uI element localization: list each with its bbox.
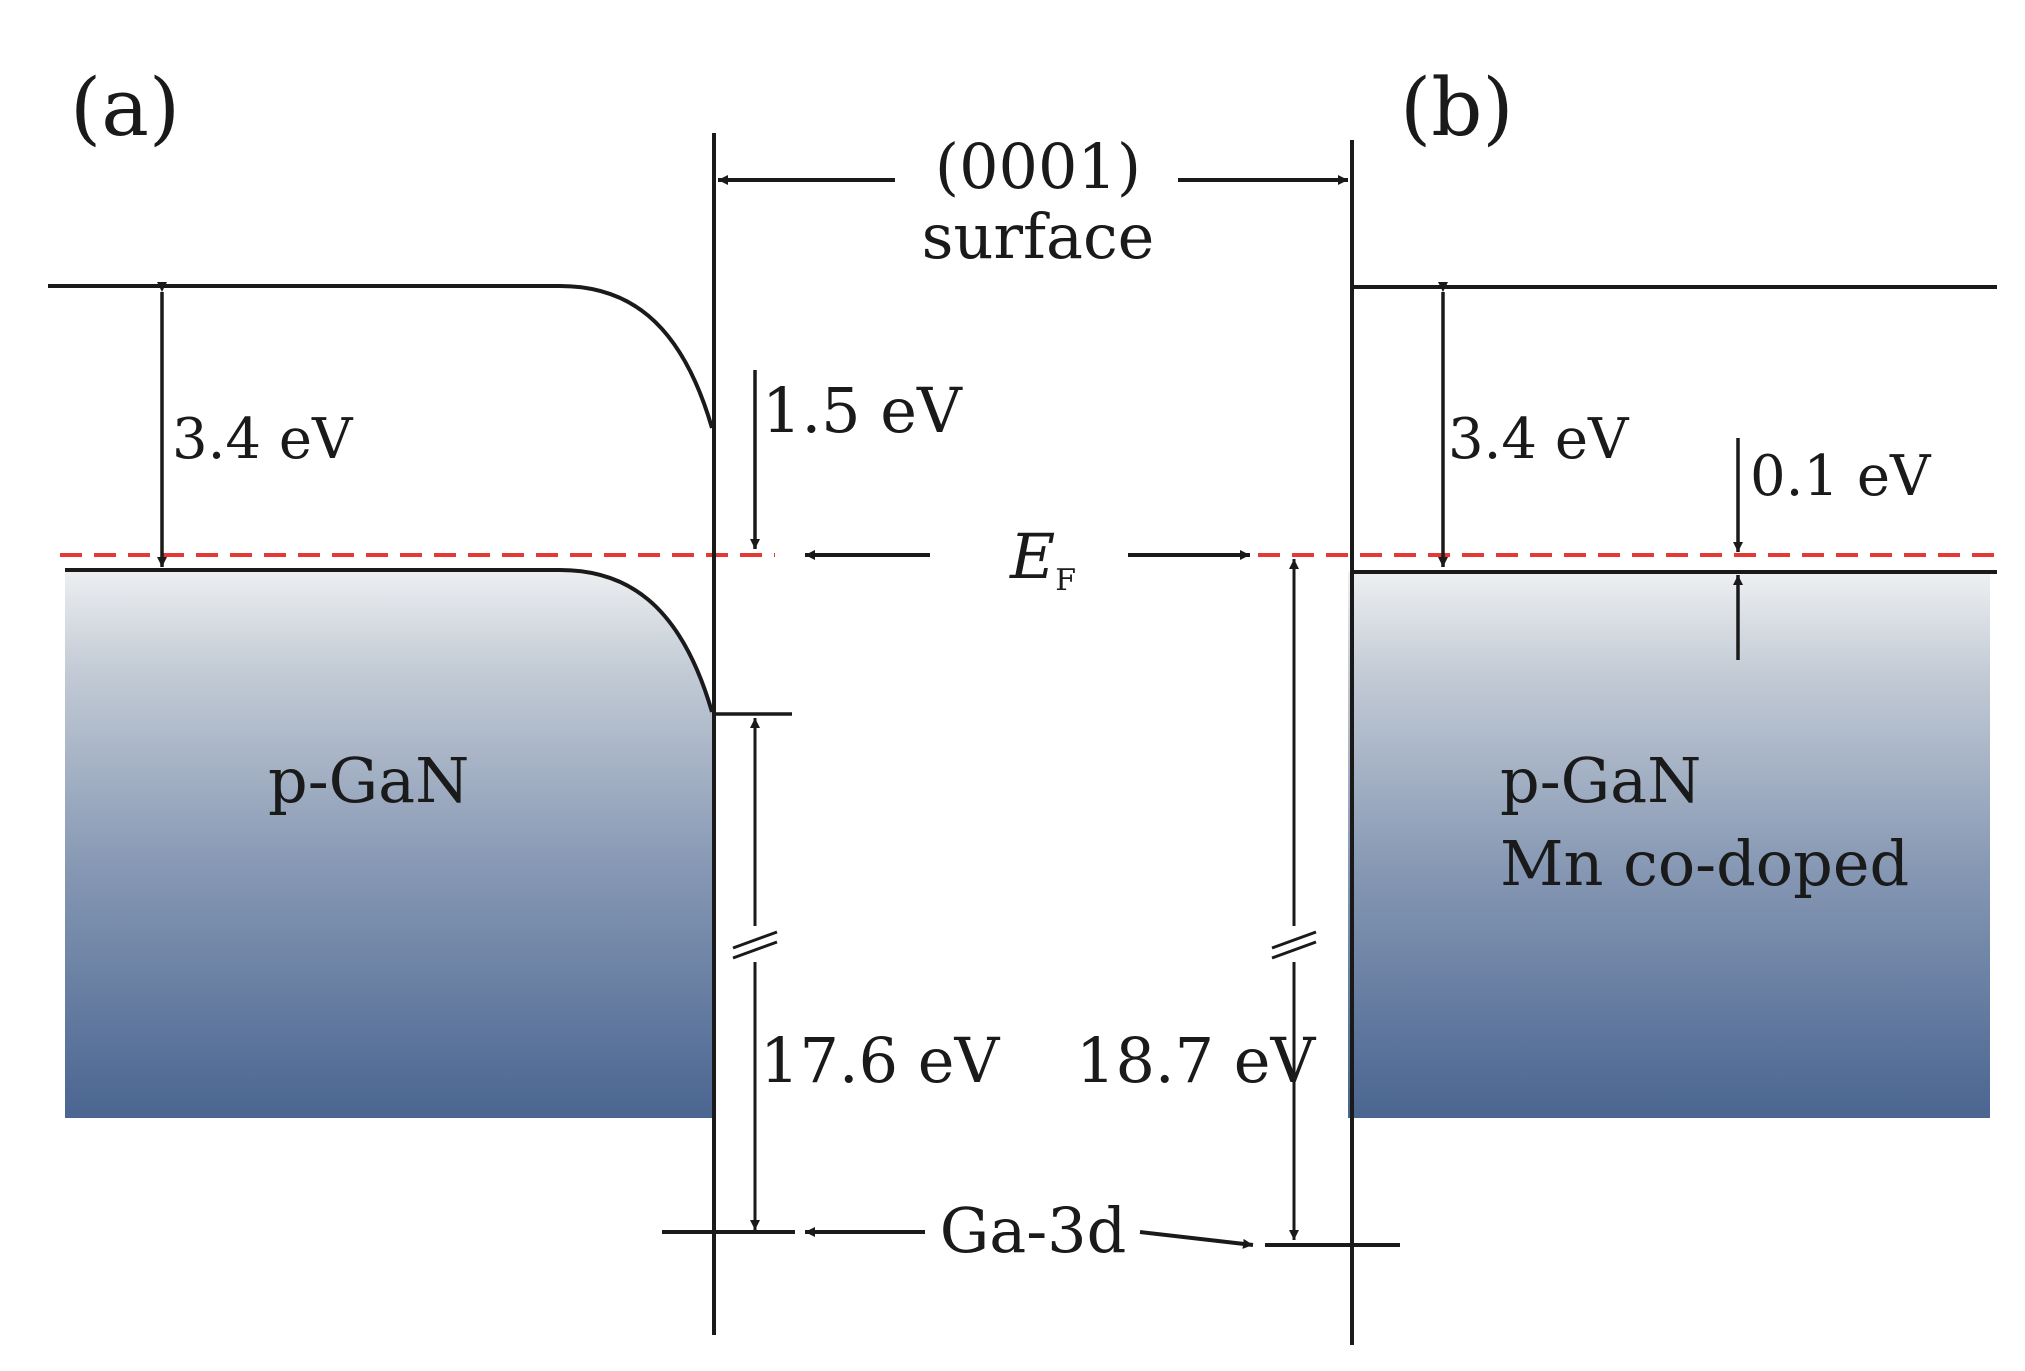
- valence-band-fill-a: [65, 568, 712, 1118]
- valence-band-fill-b: [1348, 572, 1990, 1118]
- gap-label-a: 3.4 eV: [172, 407, 354, 472]
- conduction-band-a: [48, 284, 714, 429]
- material-label-a: p-GaN: [268, 744, 469, 817]
- core-offset-label-a: 17.6 eV: [760, 1024, 1000, 1097]
- surface-label-line1: (0001): [935, 130, 1141, 203]
- core-offset-label-b: 18.7 eV: [1076, 1024, 1316, 1097]
- break-mark-a-2: [732, 940, 778, 960]
- valence-band-edge-a: [65, 568, 714, 713]
- break-mark-a-1: [732, 930, 778, 950]
- break-mark-b-2: [1271, 940, 1317, 960]
- ga3d-label: Ga-3d: [940, 1194, 1127, 1267]
- surface-label-line2: surface: [922, 200, 1155, 273]
- fermi-offset-label: 0.1 eV: [1750, 444, 1932, 509]
- panel-b-label: (b): [1400, 61, 1514, 154]
- ga3d-arrow-right: [1139, 1230, 1254, 1249]
- fermi-label: EF: [1009, 520, 1076, 598]
- material-label-b-line1: p-GaN: [1500, 744, 1701, 817]
- gap-label-b: 3.4 eV: [1448, 407, 1630, 472]
- break-mark-b-1: [1271, 930, 1317, 950]
- panel-a-label: (a): [70, 61, 180, 154]
- material-label-b-line2: Mn co-doped: [1500, 827, 1909, 900]
- band-bending-label: 1.5 eV: [762, 374, 963, 447]
- fermi-subscript: F: [1055, 563, 1076, 598]
- fermi-symbol: E: [1009, 520, 1055, 593]
